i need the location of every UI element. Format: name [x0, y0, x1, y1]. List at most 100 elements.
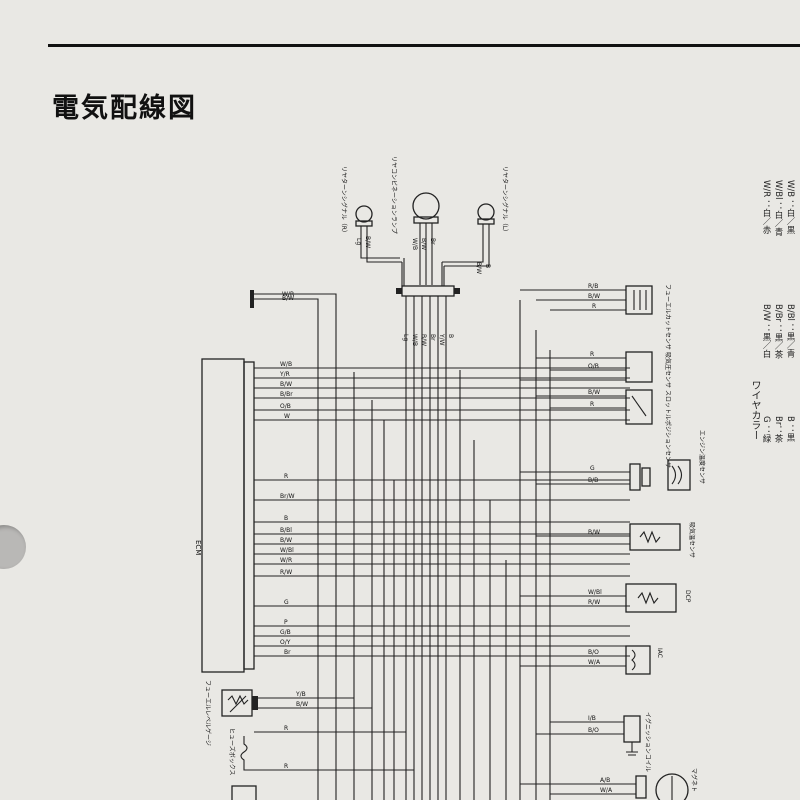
fuse-box-label: ヒューズボックス — [228, 728, 236, 776]
page-title: 電気配線図 — [52, 93, 197, 124]
fuse-wire-label: R — [284, 763, 288, 770]
dcp-wire-2: R/W — [588, 599, 600, 606]
wire-trunk — [317, 296, 551, 800]
intake-pressure-label: 吸気圧センサ — [664, 352, 672, 388]
legend-col1-3: G ：緑 — [761, 416, 771, 443]
legend-col2-2: B/Br ：黒／茶 — [773, 304, 783, 359]
fuel-gauge-label: フューエルレベルゲージ — [204, 680, 212, 746]
throttle-label: スロットルポジションセンサ — [664, 390, 672, 468]
lower-wire-label: R — [284, 725, 288, 732]
ecm-pin-11: B/W — [280, 537, 292, 544]
wire-left-bw — [254, 298, 319, 388]
turn-signal-r-lamp — [355, 205, 402, 263]
magneto-wire-1: A/B — [600, 777, 610, 784]
legend-col3: W/B ：白／黒 W/Bl ：白／青 W/R ：白／赤 — [760, 180, 796, 236]
ecm-pin-1: W/B — [280, 361, 292, 368]
ignition-wire-1: I/B — [588, 715, 596, 722]
ignition-coil — [536, 715, 641, 756]
intake-temp-sensor — [536, 523, 681, 551]
ecm-pin-15: G — [284, 599, 289, 606]
lamp-l-wire-1: B/W — [475, 262, 482, 274]
lamp-c-wire-3: Br — [429, 238, 436, 245]
magneto — [520, 773, 689, 800]
iac-valve — [520, 645, 651, 675]
ecm-pin-17: G/B — [280, 629, 291, 636]
lamp-r-wire-1: Lg — [355, 238, 362, 245]
throttle-position-sensor — [520, 389, 653, 425]
legend-col2: B/Bl ：黒／青 B/Br ：黒／茶 B/W ：黒／白 — [760, 304, 796, 359]
ignition-label: イグニッションコイル — [644, 712, 652, 772]
ecm-pin-10: B/Bl — [280, 527, 292, 534]
lamp-l-wire-2: B — [484, 264, 491, 268]
iac-wire-1: B/O — [588, 649, 599, 656]
legend-col2-1: B/Bl ：黒／青 — [785, 304, 795, 358]
gauge-wire-1: Y/B — [295, 691, 306, 698]
coupler-label-4: Br — [429, 334, 436, 341]
intake-temp-wire: B/W — [588, 529, 600, 536]
throttle-wire-1: B/W — [588, 389, 600, 396]
intake-pressure-wire-1: R — [590, 351, 594, 358]
dcp-wire-1: W/Bl — [588, 589, 602, 596]
combination-lamp-label: リヤコンビネーションランプ — [390, 156, 398, 234]
ecm-pin-9: B — [284, 515, 288, 522]
ecm-pin-13: W/R — [280, 557, 292, 564]
ecm-pin-2: Y/R — [279, 371, 290, 378]
legend-col2-3: B/W ：黒／白 — [761, 304, 771, 358]
rear-coupler — [401, 285, 455, 297]
ecm-pin-16: P — [284, 619, 288, 626]
legend-col3-1: W/B ：白／黒 — [785, 180, 795, 234]
left-connector-top — [250, 297, 254, 308]
turn-signal-r-label: リヤターンシグナル（R） — [340, 166, 348, 236]
legend-col3-3: W/R ：白／赤 — [761, 180, 771, 234]
fuse-box — [240, 736, 414, 771]
legend-title: ワイヤカラー — [749, 380, 760, 440]
turn-signal-l-lamp — [442, 203, 495, 267]
ecm-pin-14: R/W — [280, 569, 292, 576]
ecm-pin-6: W — [284, 413, 290, 420]
intake-temp-label: 吸気温センサ — [688, 522, 696, 558]
ecm-pin-wires — [254, 367, 630, 657]
ecm-pin-8: Br/W — [280, 493, 295, 500]
lamp-c-wire-1: W/B — [411, 238, 418, 250]
header-rule — [48, 44, 800, 47]
dcp-sensor — [520, 583, 677, 613]
coupler-label-3: B/W — [420, 334, 427, 346]
ignition-wire-2: B/O — [588, 727, 599, 734]
left-connector-bottom — [250, 290, 254, 298]
throttle-wire-2: R — [590, 401, 594, 408]
engine-temp-label: エンジン温度センサ — [698, 430, 706, 484]
fuel-cut-sensor — [520, 285, 653, 315]
fuel-cut-wire-1: R/B — [588, 283, 598, 290]
fuel-cut-wire-2: B/W — [588, 293, 600, 300]
combination-lamp — [412, 192, 440, 285]
engine-temp-wire-2: B/B — [588, 477, 598, 484]
coupler-label-6: B — [447, 334, 454, 338]
legend-col3-2: W/Bl ：白／青 — [773, 180, 783, 237]
ecm-pin-18: O/Y — [280, 639, 291, 646]
legend-col1: B ：黒 Br：茶 G ：緑 — [760, 416, 796, 442]
engine-temp-sensor — [520, 459, 691, 491]
bottom-left-component — [231, 785, 257, 800]
intake-pressure-sensor — [520, 351, 653, 383]
intake-pressure-wire-2: O/B — [588, 363, 599, 370]
ecm-box — [201, 358, 245, 673]
fuel-cut-wire-3: R — [592, 303, 596, 310]
wire-left-wr — [254, 293, 337, 410]
ecm-pin-7: R — [284, 473, 288, 480]
dcp-label: DCP — [684, 590, 691, 603]
fuel-cut-label: フューエルカットセンサ — [664, 284, 671, 350]
magneto-label: マグネト — [690, 768, 698, 792]
lamp-c-wire-2: B/W — [420, 238, 427, 250]
fuel-level-gauge — [221, 689, 372, 717]
lamp-r-wire-2: B/W — [364, 236, 371, 248]
ecm-label: ECM — [194, 540, 202, 555]
iac-label: IAC — [656, 648, 663, 658]
iac-wire-2: W/A — [588, 659, 601, 666]
legend-col1-1: B ：黒 — [785, 416, 795, 442]
magneto-wire-2: W/A — [600, 787, 613, 794]
ecm-connector — [243, 361, 255, 670]
legend-col1-2: Br：茶 — [773, 416, 783, 443]
ecm-pin-3: B/W — [280, 381, 292, 388]
ecm-pin-5: O/B — [280, 403, 291, 410]
